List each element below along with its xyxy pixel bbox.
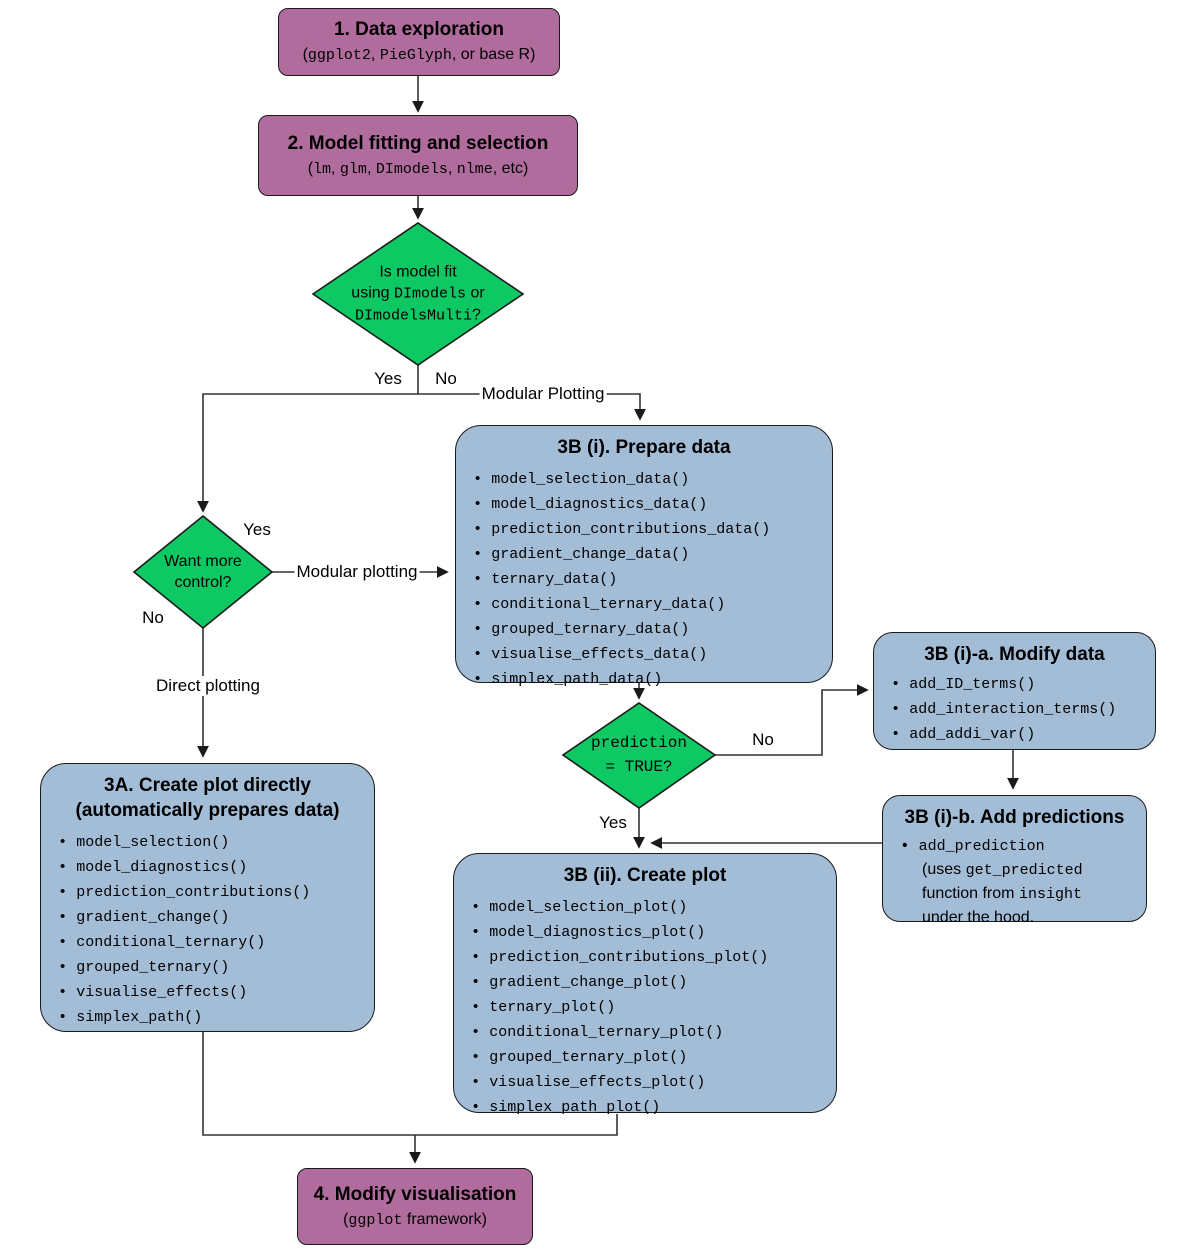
node-modify-visualisation-subtitle: (ggplot framework) xyxy=(343,1210,487,1229)
list-item: model_diagnostics_data() xyxy=(475,492,832,517)
list-item: grouped_ternary_data() xyxy=(475,617,832,642)
list-item: conditional_ternary_data() xyxy=(475,592,832,617)
decision-model-fit-line2: using DImodels or xyxy=(351,284,485,303)
list-item: prediction_contributions_data() xyxy=(475,517,832,542)
node-model-fitting-subtitle: (lm, glm, DImodels, nlme, etc) xyxy=(307,159,529,178)
edge-merge-bottom xyxy=(202,1032,618,1136)
list-item: model_selection() xyxy=(60,830,374,855)
create-plot-function-list: model_selection_plot() model_diagnostics… xyxy=(454,895,836,1120)
list-item: visualise_effects_data() xyxy=(475,642,832,667)
list-item: model_selection_plot() xyxy=(473,895,836,920)
list-item: add_ID_terms() xyxy=(893,672,1155,697)
edge-label-no-prediction: No xyxy=(752,730,774,749)
list-item: conditional_ternary() xyxy=(60,930,374,955)
edge-prediction-no-to-modify-data xyxy=(715,684,869,756)
node-create-plot-directly-title: 3A. Create plot directly (automatically … xyxy=(41,764,374,823)
list-item: gradient_change_plot() xyxy=(473,970,836,995)
list-item: add_addi_var() xyxy=(893,722,1155,747)
edge-yes-to-control-decision xyxy=(197,393,418,513)
node-create-plot: 3B (ii). Create plot model_selection_plo… xyxy=(453,853,837,1116)
edge-label-yes-control: Yes xyxy=(243,520,271,539)
add-predictions-line1: add_prediction xyxy=(902,834,1146,858)
list-item: prediction_contributions_plot() xyxy=(473,945,836,970)
list-item: grouped_ternary() xyxy=(60,955,374,980)
node-modify-visualisation-title: 4. Modify visualisation xyxy=(313,1183,517,1205)
node-data-exploration-title: 1. Data exploration xyxy=(334,19,504,40)
edge-label-modular-plotting-top: Modular Plotting xyxy=(479,384,607,404)
list-item: ternary_plot() xyxy=(473,995,836,1020)
node-create-plot-directly: 3A. Create plot directly (automatically … xyxy=(40,763,375,1032)
add-predictions-line3: function from insight xyxy=(922,885,1082,903)
list-item: visualise_effects_plot() xyxy=(473,1070,836,1095)
decision-control-line1: Want more xyxy=(164,553,242,570)
list-item: gradient_change() xyxy=(60,905,374,930)
list-item: prediction_contributions() xyxy=(60,880,374,905)
list-item: simplex_path_plot() xyxy=(473,1095,836,1120)
edge-label-yes-top: Yes xyxy=(374,369,402,388)
prepare-data-function-list: model_selection_data() model_diagnostics… xyxy=(456,467,832,692)
decision-model-fit-label: Is model fit using DImodels or DImodelsM… xyxy=(351,262,484,327)
edge-label-no-top: No xyxy=(435,369,457,388)
list-item: add_interaction_terms() xyxy=(893,697,1155,722)
node-model-fitting-title: 2. Model fitting and selection xyxy=(287,132,549,154)
title-line2: (automatically prepares data) xyxy=(75,800,340,821)
node-modify-data-title: 3B (i)-a. Modify data xyxy=(924,644,1105,665)
node-modify-visualisation: 4. Modify visualisation (ggplot framewor… xyxy=(297,1168,533,1245)
decision-prediction-true-shape xyxy=(561,702,717,809)
decision-model-fit-line1: Is model fit xyxy=(379,263,457,281)
decision-model-fit-shape xyxy=(311,222,525,366)
edge-label-modular-plotting-mid: Modular plotting xyxy=(294,562,420,582)
node-add-predictions: 3B (i)-b. Add predictions add_prediction… xyxy=(882,795,1147,926)
title-line1: 3A. Create plot directly xyxy=(104,775,311,796)
add-predictions-body: add_prediction (uses get_predicted funct… xyxy=(883,834,1146,929)
node-create-plot-title: 3B (ii). Create plot xyxy=(563,865,727,886)
list-item: conditional_ternary_plot() xyxy=(473,1020,836,1045)
node-data-exploration: 1. Data exploration (ggplot2, PieGlyph, … xyxy=(278,8,560,76)
decision-want-more-control-label: Want more control? xyxy=(164,551,242,593)
list-item: model_diagnostics() xyxy=(60,855,374,880)
list-item: model_selection_data() xyxy=(475,467,832,492)
list-item: simplex_path_data() xyxy=(475,667,832,692)
list-item: ternary_data() xyxy=(475,567,832,592)
list-item: simplex_path() xyxy=(60,1005,374,1030)
list-item: model_diagnostics_plot() xyxy=(473,920,836,945)
node-prepare-data-title: 3B (i). Prepare data xyxy=(557,437,731,458)
add-predictions-line4: under the hood. xyxy=(922,909,1035,926)
edge-label-yes-prediction: Yes xyxy=(599,813,627,832)
decision-prediction-line2: = TRUE? xyxy=(605,758,673,776)
add-predictions-line2: (uses get_predicted xyxy=(922,861,1083,879)
edge-label-no-control: No xyxy=(142,608,164,627)
decision-want-more-control-shape xyxy=(132,514,274,630)
decision-prediction-true-label: prediction = TRUE? xyxy=(591,731,687,779)
decision-prediction-line1: prediction xyxy=(590,734,688,752)
list-item: gradient_change_data() xyxy=(475,542,832,567)
list-item: grouped_ternary_plot() xyxy=(473,1045,836,1070)
create-plot-directly-function-list: model_selection() model_diagnostics() pr… xyxy=(41,830,374,1030)
list-item: visualise_effects() xyxy=(60,980,374,1005)
decision-control-line2: control? xyxy=(174,574,232,591)
node-modify-data: 3B (i)-a. Modify data add_ID_terms() add… xyxy=(873,632,1156,750)
decision-model-fit-line3: DImodelsMulti? xyxy=(355,306,481,325)
node-data-exploration-subtitle: (ggplot2, PieGlyph, or base R) xyxy=(302,46,536,64)
modify-data-function-list: add_ID_terms() add_interaction_terms() a… xyxy=(874,672,1155,747)
node-prepare-data: 3B (i). Prepare data model_selection_dat… xyxy=(455,425,833,688)
node-model-fitting: 2. Model fitting and selection (lm, glm,… xyxy=(258,115,578,196)
edge-label-direct-plotting: Direct plotting xyxy=(154,676,262,696)
node-add-predictions-title: 3B (i)-b. Add predictions xyxy=(904,807,1125,828)
